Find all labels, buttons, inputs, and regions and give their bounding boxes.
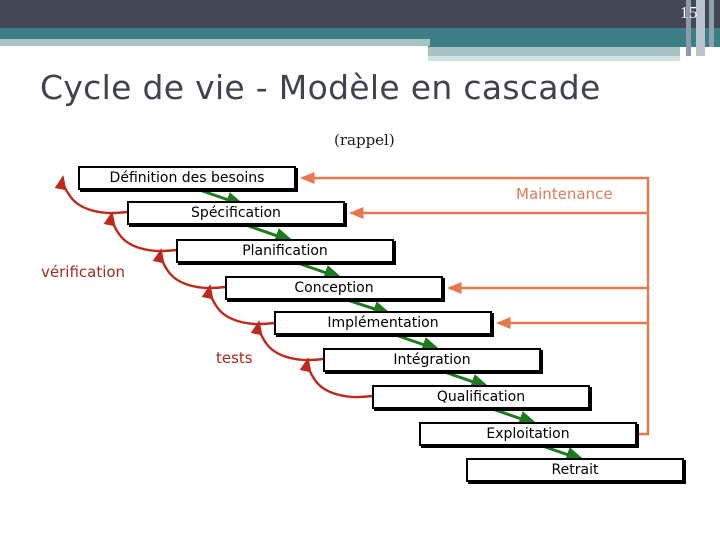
header-vertical-rule-1: [686, 0, 691, 56]
phase-box-exploitation[interactable]: Exploitation: [419, 422, 637, 446]
phase-label-implementation: Implémentation: [327, 315, 439, 331]
phase-label-planification: Planification: [242, 243, 328, 259]
phase-label-exploitation: Exploitation: [486, 426, 570, 442]
phase-box-conception[interactable]: Conception: [225, 276, 443, 300]
header-teal-band: [0, 28, 720, 39]
phase-label-conception: Conception: [294, 280, 374, 296]
diagram-subtitle: (rappel): [334, 131, 395, 149]
phase-label-integration: Intégration: [393, 352, 471, 368]
verification-label: vérification: [41, 263, 126, 281]
header-vertical-rule-2: [696, 0, 705, 56]
header-teal-band-right: [428, 28, 720, 47]
header-vertical-rule-3: [709, 0, 714, 47]
page-number: 15: [680, 3, 698, 22]
maintenance-arrow-group: [300, 171, 650, 436]
phase-label-qualification: Qualification: [436, 389, 526, 405]
feedback-arrow-group: [54, 175, 373, 399]
header-pale-band-mid: [428, 47, 680, 56]
phase-label-retrait: Retrait: [551, 462, 599, 478]
maintenance-label: Maintenance: [516, 185, 613, 203]
header-dark-band: [0, 0, 720, 28]
phase-box-definition[interactable]: Définition des besoins: [78, 166, 296, 190]
header-pale-band-thin: [428, 56, 680, 61]
phase-label-specification: Spécification: [191, 205, 281, 221]
tests-label: tests: [216, 349, 253, 367]
phase-box-qualification[interactable]: Qualification: [372, 385, 590, 409]
phase-box-implementation[interactable]: Implémentation: [274, 311, 492, 335]
header-pale-band-left: [0, 39, 430, 46]
page-title: Cycle de vie - Modèle en cascade: [40, 68, 601, 107]
phase-box-specification[interactable]: Spécification: [127, 201, 345, 225]
feedback-arrow-qualification-integration: [299, 357, 373, 399]
maintenance-trunk: [637, 177, 650, 436]
phase-box-integration[interactable]: Intégration: [323, 348, 541, 372]
forward-arrow-specification-planification: [236, 220, 295, 243]
phase-label-definition: Définition des besoins: [109, 170, 265, 186]
phase-box-planification[interactable]: Planification: [176, 239, 394, 263]
phase-box-retrait[interactable]: Retrait: [466, 458, 684, 482]
